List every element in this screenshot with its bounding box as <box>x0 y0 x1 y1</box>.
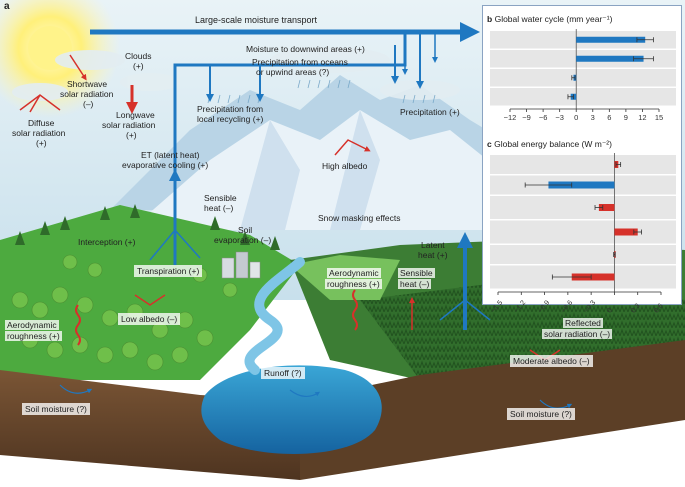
label-shortwave-line2: solar radiation <box>60 89 114 99</box>
chart-c-category-label: Aerodynamic resistance <box>499 250 585 259</box>
label-runoff: Runoff (?) <box>261 367 305 379</box>
label-shortwave-line1: Shortwave <box>67 79 108 89</box>
chart-c-title: Global energy balance (W m⁻²) <box>494 139 612 149</box>
chart-b-tick-label: 6 <box>607 113 612 122</box>
chart-b-category-label: Runoff <box>499 73 523 83</box>
label-soil-evap-line2: evaporation (–) <box>214 235 272 245</box>
label-sensible-top-line2: heat (–) <box>204 203 234 213</box>
chart-c-category-label: forcing <box>499 277 524 286</box>
chart-c-category-label: Shortwave downward <box>499 198 576 208</box>
chart-b-heading: b Global water cycle (mm year⁻¹) <box>487 14 612 25</box>
chart-c-category-label: radiation <box>499 207 530 217</box>
chart-c-heading: c Global energy balance (W m⁻²) <box>487 139 612 150</box>
chart-b-title: Global water cycle (mm year⁻¹) <box>494 14 613 24</box>
label-diffuse-line1: Diffuse <box>28 118 55 128</box>
chart-b-tick-label: −12 <box>503 113 517 122</box>
label-latent-heat-line1: Latent <box>421 240 445 250</box>
chart-c-category-label: radiation <box>499 232 530 241</box>
label-low-albedo: Low albedo (–) <box>118 313 181 325</box>
chart-b-letter: b <box>487 14 493 24</box>
label-longwave-line2: solar radiation <box>102 120 156 130</box>
chart-c-letter: c <box>487 139 492 149</box>
label-longwave-line1: Longwave <box>116 110 155 120</box>
label-precipitation: Precipitation (+) <box>400 107 460 117</box>
moisture-arrows <box>59 22 573 409</box>
chart-c-category-label: Latent heat <box>499 180 540 190</box>
label-snow-masking: Snow masking effects <box>318 213 401 223</box>
chart-c-category-label: Net radiative <box>499 268 544 277</box>
label-sensible-right-line2: heat (–) <box>398 279 432 289</box>
lake <box>201 365 382 454</box>
label-aero-left-line2: roughness (+) <box>5 331 62 341</box>
label-aero-right-line1: Aerodynamic <box>327 268 381 278</box>
chart-b-tick-label: −3 <box>555 113 564 122</box>
chart-b-tick-label: −9 <box>522 113 531 122</box>
chart-b-tick-label: 0 <box>574 113 579 122</box>
label-moderate-albedo: Moderate albedo (–) <box>510 355 593 367</box>
label-precip-local-line2: local recycling (+) <box>197 114 264 124</box>
label-longwave-line3: (+) <box>126 130 137 140</box>
label-shortwave-line3: (–) <box>83 99 94 109</box>
label-large-scale-transport: Large-scale moisture transport <box>195 15 318 25</box>
label-aero-left-line1: Aerodynamic <box>5 320 59 330</box>
label-sensible-right-line1: Sensible <box>398 268 435 278</box>
label-reflected-line1: Reflected <box>563 318 603 328</box>
label-interception: Interception (+) <box>78 237 136 247</box>
chart-b-tick-label: 12 <box>638 113 647 122</box>
label-diffuse-line3: (+) <box>36 138 47 148</box>
label-aero-right-line2: roughness (+) <box>325 279 382 289</box>
label-clouds-line1: Clouds <box>125 51 152 61</box>
mountain-shadow <box>240 110 380 230</box>
energy-arrows <box>19 54 561 361</box>
label-et-line1: ET (latent heat) <box>141 150 200 160</box>
label-latent-heat-line2: heat (+) <box>418 250 448 260</box>
river <box>244 257 305 375</box>
label-precip-oceans-line1: Precipitation from oceans <box>252 57 348 67</box>
label-transpiration: Transpiration (+) <box>134 265 203 277</box>
chart-b-tick-label: −6 <box>538 113 548 122</box>
chart-c-category-label: Albedo <box>499 160 524 169</box>
chart-b-category-label: ET <box>499 35 510 45</box>
label-clouds-line2: (+) <box>133 61 144 71</box>
chart-b-tick-label: 3 <box>590 113 595 122</box>
soil-right <box>300 340 685 480</box>
pine-trees <box>15 204 280 250</box>
chart-b-tick-label: 15 <box>654 113 664 122</box>
label-moisture-downwind: Moisture to downwind areas (+) <box>246 44 365 54</box>
label-soil-moisture-left: Soil moisture (?) <box>22 403 90 415</box>
label-soil-evap-line1: Soil <box>238 225 253 235</box>
label-diffuse-line2: solar radiation <box>12 128 66 138</box>
label-et-line2: evaporative cooling (+) <box>122 160 209 170</box>
label-precip-oceans-line2: or upwind areas (?) <box>256 67 330 77</box>
chart-b-category-label: Precipitation <box>499 54 544 64</box>
label-soil-moisture-right: Soil moisture (?) <box>507 408 575 420</box>
label-precip-local-line1: Precipitation from <box>197 104 264 114</box>
charts-panel <box>482 5 682 305</box>
chart-b-tick-label: 9 <box>623 113 628 122</box>
label-sensible-top-line1: Sensible <box>204 193 237 203</box>
label-reflected-line2: solar radiation (–) <box>542 329 613 339</box>
chart-b-category-label: Soil moisture <box>499 92 546 102</box>
buildings <box>221 251 261 279</box>
label-high-albedo: High albedo <box>322 161 368 171</box>
forest-floor <box>0 205 300 380</box>
chart-c-category-label: Longwave downward <box>499 223 575 232</box>
panel-a-letter: a <box>4 1 10 12</box>
